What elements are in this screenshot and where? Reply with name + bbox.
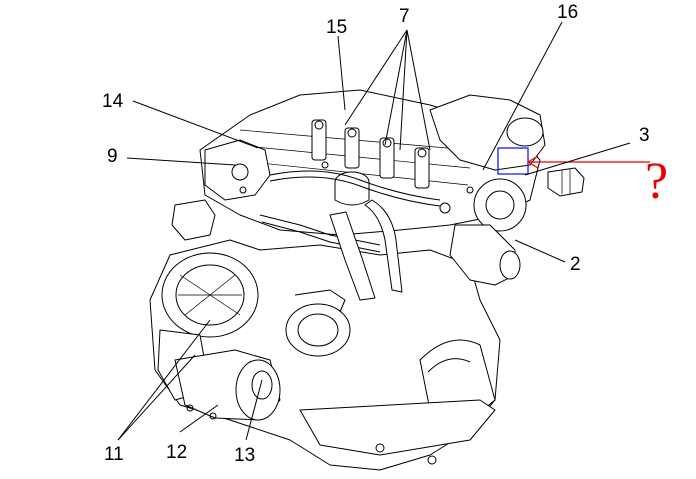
annotation: ? (497, 147, 668, 210)
intake-manifold (204, 139, 271, 201)
turbo-housing (429, 94, 546, 171)
label-2: 2 (570, 254, 581, 275)
engine-drawing (149, 89, 585, 471)
label-14: 14 (102, 91, 124, 112)
sensor-connector (547, 167, 585, 197)
question-mark: ? (645, 153, 668, 210)
label-12: 12 (166, 442, 187, 463)
highlight-box (497, 147, 529, 175)
label-15: 15 (326, 17, 347, 38)
label-3: 3 (639, 125, 650, 146)
label-7: 7 (399, 6, 410, 27)
label-13: 13 (234, 445, 255, 466)
label-9: 9 (107, 146, 118, 167)
water-pump (473, 178, 527, 232)
oil-filter (285, 303, 351, 357)
leader-lines (117, 21, 631, 441)
label-11: 11 (104, 444, 124, 465)
injectors (311, 119, 430, 189)
callouts: 7 15 16 14 3 9 2 11 12 13 (102, 2, 650, 466)
label-16: 16 (557, 2, 578, 23)
annotation-arrow (527, 155, 650, 169)
